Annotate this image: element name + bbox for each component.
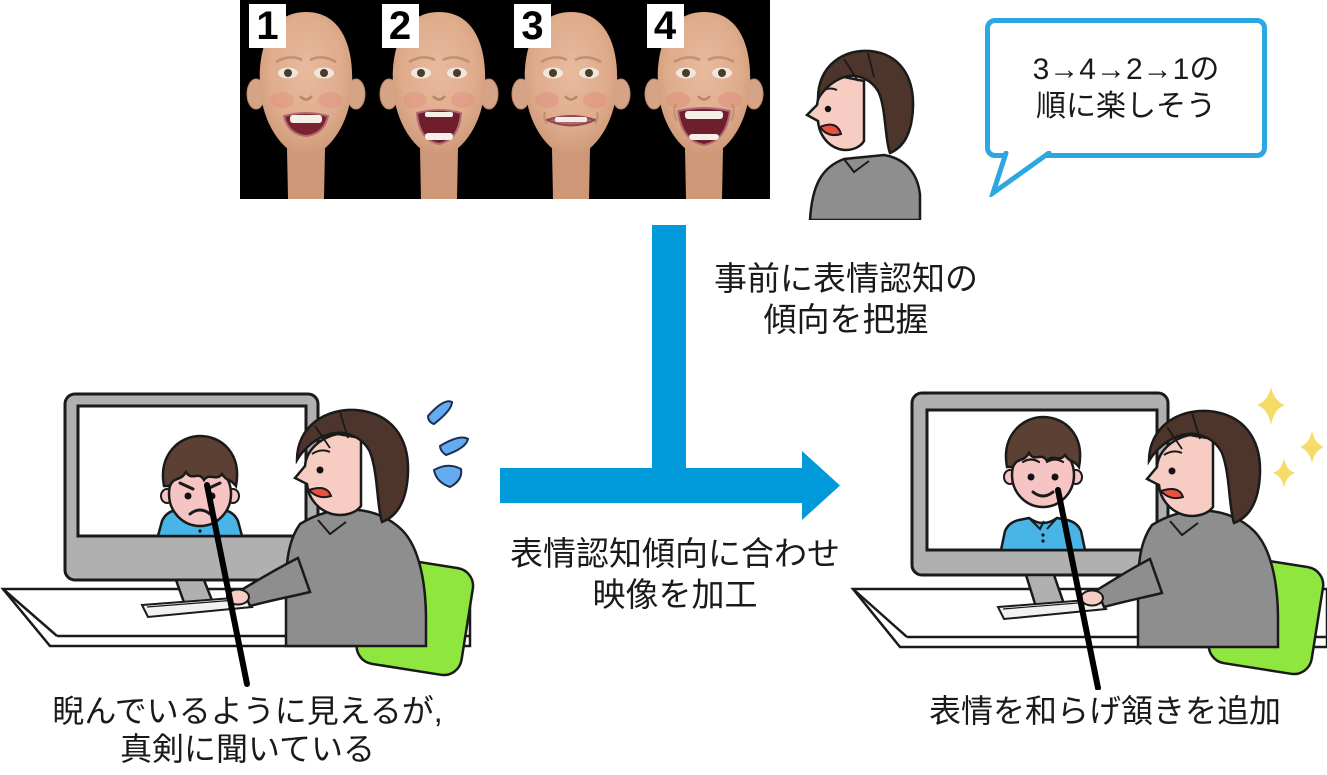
- speech-bubble-tail-icon: [989, 151, 1052, 197]
- pointer-line: [1055, 487, 1101, 690]
- step1-line2: 傾向を把握: [763, 301, 929, 338]
- screen-person-frowning: [156, 434, 244, 536]
- caption-right: 表情を和らげ頷きを追加: [880, 692, 1327, 730]
- researcher-top-figure: [804, 49, 922, 220]
- face-image-2: 2: [373, 0, 506, 199]
- face-number-label: 4: [646, 4, 684, 48]
- step2-line2: 映像を加工: [592, 576, 758, 613]
- operator-woman: [1080, 409, 1280, 649]
- sparkles-icon: [1257, 387, 1324, 488]
- caption-right-line1: 表情を和らげ頷きを追加: [928, 693, 1281, 729]
- bubble-text-line1: 3→4→2→1の: [1032, 53, 1220, 86]
- caption-left-line1: 睨んでいるように見えるが,: [52, 693, 443, 729]
- step1-label: 事前に表情認知の 傾向を把握: [696, 258, 996, 340]
- step2-label: 表情認知傾向に合わせ 映像を加工: [505, 533, 845, 615]
- face-image-1: 1: [240, 0, 373, 199]
- pointer-line: [204, 482, 250, 687]
- face-strip: 1 2: [240, 0, 770, 199]
- left-scene: [0, 392, 475, 687]
- avatar-face-icon: [246, 12, 366, 199]
- face-image-4: 4: [638, 0, 771, 199]
- operator-woman: [226, 408, 428, 648]
- face-number-label: 3: [514, 4, 551, 48]
- speech-bubble: 3→4→2→1の 順に楽しそう: [985, 18, 1267, 158]
- bubble-text-line2: 順に楽しそう: [1036, 90, 1216, 123]
- step1-line1: 事前に表情認知の: [714, 260, 978, 297]
- researcher-body: [808, 153, 922, 220]
- step2-line1: 表情認知傾向に合わせ: [510, 535, 840, 572]
- screen-person-smiling: [999, 415, 1087, 550]
- face-image-3: 3: [505, 0, 638, 199]
- right-scene: [850, 387, 1327, 690]
- face-number-label: 1: [249, 4, 286, 48]
- flow-arrow-icon: [500, 225, 840, 520]
- researcher-face: [804, 75, 866, 152]
- caption-left: 睨んでいるように見えるが, 真剣に聞いている: [25, 692, 470, 768]
- sweat-drops-icon: [426, 400, 470, 489]
- caption-left-line2: 真剣に聞いている: [119, 731, 376, 767]
- face-number-label: 2: [381, 4, 419, 48]
- researcher-hair: [816, 49, 915, 155]
